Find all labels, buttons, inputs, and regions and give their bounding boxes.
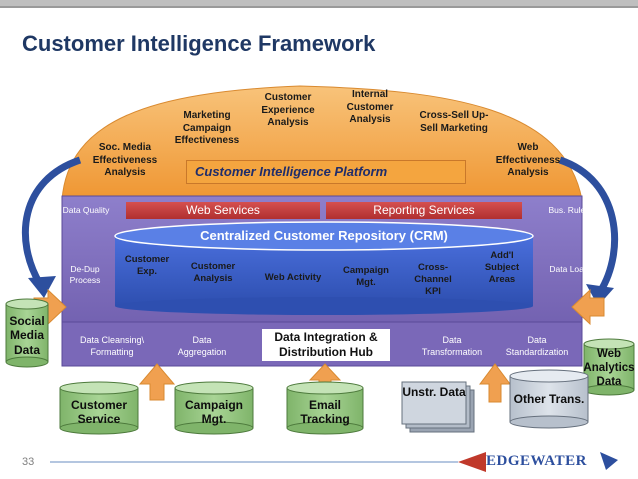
data-quality-label: Data Quality bbox=[62, 205, 110, 215]
top-rule bbox=[0, 0, 638, 8]
data-load-label: Data Load bbox=[549, 264, 589, 274]
unstructured-data-docs bbox=[401, 381, 475, 433]
repo-area-additional-subjects: Add'l Subject Areas bbox=[484, 250, 520, 285]
reporting-services-bar bbox=[326, 202, 522, 219]
dome-item-customer-experience: Customer Experience Analysis bbox=[261, 92, 315, 128]
campaign-mgt-cylinder bbox=[174, 381, 254, 435]
hub-step-aggregation: Data Aggregation bbox=[177, 335, 227, 358]
dome-item-web-effectiveness: Web Effectiveness Analysis bbox=[495, 142, 561, 178]
web-services-label: Web Services bbox=[186, 203, 260, 217]
dome-item-marketing-campaign: Marketing Campaign Effectiveness bbox=[174, 110, 240, 146]
customer-service-label: Customer Service bbox=[70, 398, 127, 427]
reporting-services-label: Reporting Services bbox=[373, 203, 475, 217]
repository-cylinder bbox=[114, 221, 534, 315]
left-curved-arrowhead bbox=[28, 276, 56, 298]
social-media-cylinder bbox=[5, 298, 49, 368]
page-number: 33 bbox=[22, 456, 35, 468]
web-analytics-label: Web Analytics Data bbox=[583, 348, 635, 388]
dome-item-soc-media: Soc. Media Effectiveness Analysis bbox=[92, 142, 158, 178]
other-trans-label: Other Trans. bbox=[513, 392, 585, 406]
bus-rules-label: Bus. Rules bbox=[548, 205, 590, 215]
hub-title: Data Integration & Distribution Hub bbox=[274, 330, 378, 359]
hub-step-transformation: Data Transformation bbox=[421, 335, 483, 358]
edgewater-logo-mark bbox=[458, 452, 618, 472]
repo-area-cross-channel-kpi: Cross-Channel KPI bbox=[414, 262, 452, 297]
hub-step-standardization: Data Standardization bbox=[505, 335, 569, 358]
social-media-label: Social Media Data bbox=[9, 314, 45, 357]
customer-service-cylinder bbox=[59, 381, 139, 435]
page-title: Customer Intelligence Framework bbox=[22, 31, 376, 56]
right-curved-arrowhead bbox=[586, 284, 614, 306]
web-services-bar bbox=[126, 202, 320, 219]
platform-banner-label: Customer Intelligence Platform bbox=[195, 164, 388, 179]
repo-area-customer-exp: Customer Exp. bbox=[124, 254, 170, 277]
right-curved-arrow bbox=[558, 156, 619, 294]
platform-banner: Customer Intelligence Platform bbox=[186, 160, 466, 184]
email-tracking-cylinder bbox=[286, 381, 364, 435]
unstructured-data-label: Unstr. Data bbox=[402, 385, 466, 399]
edgewater-logo-text: EDGEWATER bbox=[486, 453, 587, 469]
hub-step-cleansing: Data Cleansing\ Formatting bbox=[79, 335, 145, 358]
right-input-arrow bbox=[571, 288, 605, 326]
repo-area-web-activity: Web Activity bbox=[264, 272, 322, 283]
email-tracking-label: Email Tracking bbox=[300, 398, 350, 427]
dome-item-cross-sell: Cross-Sell Up-Sell Marketing bbox=[419, 110, 489, 134]
repo-area-campaign-mgt: Campaign Mgt. bbox=[343, 265, 389, 288]
dome-item-internal-customer: Internal Customer Analysis bbox=[346, 89, 394, 125]
left-curved-arrow bbox=[21, 156, 82, 286]
repository-title: Centralized Customer Repository (CRM) bbox=[200, 228, 448, 243]
repo-area-customer-analysis: Customer Analysis bbox=[190, 261, 236, 284]
hub-box bbox=[260, 327, 392, 363]
campaign-mgt-label: Campaign Mgt. bbox=[184, 398, 243, 427]
de-dup-label: De-Dup Process bbox=[69, 264, 101, 286]
other-trans-cylinder bbox=[509, 369, 589, 429]
